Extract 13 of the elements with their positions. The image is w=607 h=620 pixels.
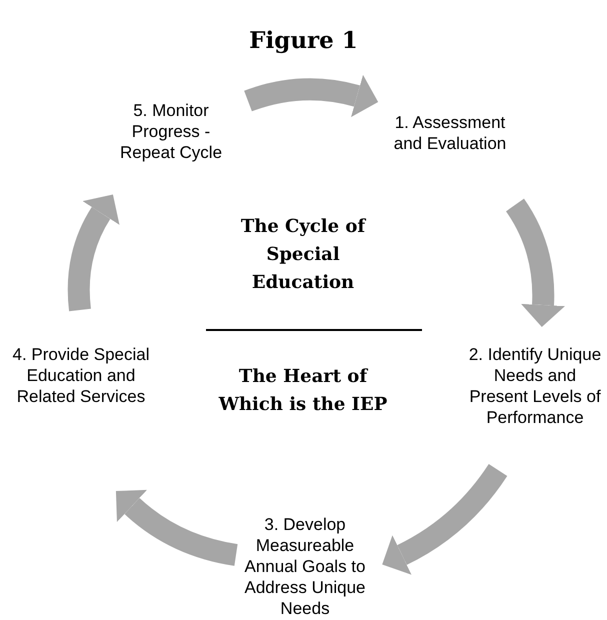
- step-text: 4. Provide Special Education and Related Services: [11, 344, 151, 407]
- center-heading: The Heart of Which is the IEP: [218, 365, 388, 417]
- curved-arrow: [506, 198, 565, 327]
- curved-arrow: [68, 194, 120, 312]
- curved-arrow: [382, 464, 508, 575]
- curved-arrow: [116, 490, 238, 566]
- figure-title: Figure 1: [249, 26, 358, 56]
- center-heading: The Cycle of Special Education: [240, 215, 368, 295]
- step-text: 5. Monitor Progress - Repeat Cycle: [118, 100, 224, 163]
- step-text: 1. Assessment and Evaluation: [392, 112, 508, 154]
- curved-arrow: [244, 74, 378, 118]
- step-text: 2. Identify Unique Needs and Present Levels of Performance: [468, 344, 602, 428]
- step-text: 3. Develop Measureable Annual Goals to Address Unique Needs: [244, 514, 366, 619]
